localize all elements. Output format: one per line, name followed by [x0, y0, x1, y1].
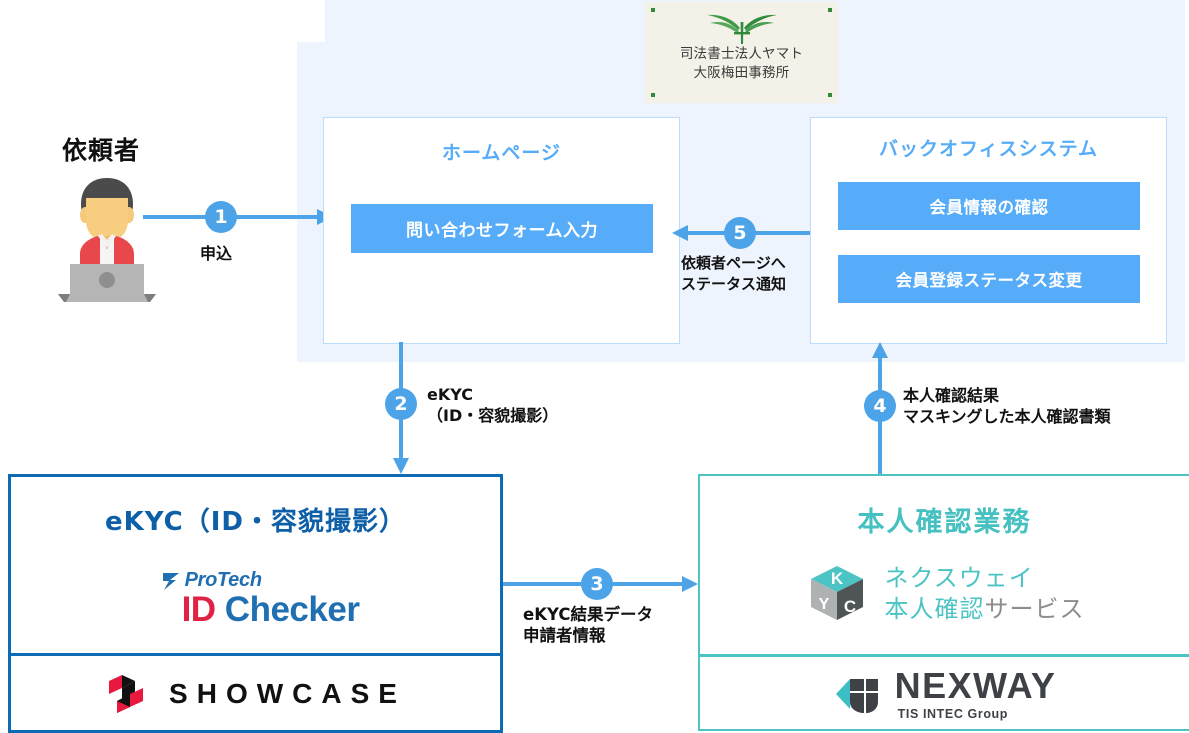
identity-verification-title: 本人確認業務 — [857, 507, 1032, 538]
step-badge-2: 2 — [385, 388, 417, 420]
nexway-mark-icon — [835, 679, 878, 714]
svg-text:K: K — [830, 569, 843, 588]
svg-text:Y: Y — [818, 596, 829, 613]
nexway-logo: NEXWAY TIS INTEC Group — [700, 668, 1189, 721]
backoffice-title: バックオフィスシステム — [878, 138, 1099, 160]
member-info-item[interactable]: 会員情報の確認 — [838, 182, 1140, 230]
step-badge-1: 1 — [205, 201, 237, 233]
homepage-title: ホームページ — [441, 142, 562, 164]
flow-label-3: eKYC結果データ 申請者情報 — [523, 605, 653, 645]
flow-label-5: 依頼者ページへ ステータス通知 — [681, 254, 787, 293]
homepage-box: ホームページ 問い合わせフォーム入力 — [323, 117, 680, 344]
nexway-tagline: TIS INTEC Group — [897, 707, 1009, 721]
id-checker-part1: ID — [181, 590, 217, 629]
flow-arrow-1 — [143, 209, 333, 225]
member-status-item[interactable]: 会員登録ステータス変更 — [838, 255, 1140, 303]
identity-verification-panel: 本人確認業務 K Y C ネクスウェイ 本人確認サービス — [698, 474, 1189, 731]
kyc-service-logo: K Y C ネクスウェイ 本人確認サービス — [700, 562, 1189, 626]
step-badge-3: 3 — [581, 568, 613, 600]
flow-label-1: 申込 — [200, 244, 233, 263]
backoffice-box: バックオフィスシステム 会員情報の確認 会員登録ステータス変更 — [810, 117, 1167, 344]
ekyc-panel-divider — [11, 653, 500, 656]
kyc-cube-icon: K Y C — [810, 566, 863, 620]
step-badge-5: 5 — [724, 217, 756, 249]
protech-id-checker-logo: ProTech ID Checker — [11, 569, 500, 630]
protech-brand: ProTech — [184, 569, 262, 591]
corner-handle-icon — [651, 8, 655, 12]
ekyc-panel: eKYC（ID・容貌撮影） ProTech ID Checker — [8, 474, 503, 733]
showcase-wordmark: SHOWCASE — [169, 678, 406, 709]
ekyc-panel-title: eKYC（ID・容貌撮影） — [104, 507, 407, 537]
corner-handle-icon — [828, 8, 832, 12]
flow-label-4: 本人確認結果 マスキングした本人確認書類 — [903, 386, 1111, 426]
protech-mark-icon — [162, 572, 179, 590]
kyc-service-line1: ネクスウェイ — [884, 564, 1034, 592]
backdrop-notch — [297, 0, 325, 42]
kyc-service-line2-rest: サービス — [984, 595, 1085, 623]
step-badge-4: 4 — [864, 390, 896, 422]
showcase-mark-icon — [109, 675, 144, 713]
firm-logo-card: 司法書士法人ヤマト 大阪梅田事務所 — [645, 2, 838, 103]
flow-label-2: eKYC （ID・容貌撮影） — [427, 385, 559, 425]
svg-text:C: C — [843, 597, 855, 616]
nexway-wordmark: NEXWAY — [894, 665, 1057, 706]
corner-handle-icon — [651, 93, 655, 97]
identity-verification-divider — [700, 654, 1189, 657]
firm-name-line1: 司法書士法人ヤマト — [679, 46, 804, 62]
person-at-laptop-icon — [58, 178, 156, 302]
firm-name-line2: 大阪梅田事務所 — [693, 65, 790, 81]
id-checker-part2: Checker — [224, 590, 360, 629]
actor-label: 依頼者 — [62, 136, 141, 165]
contact-form-item[interactable]: 問い合わせフォーム入力 — [351, 204, 653, 253]
wings-icon — [706, 14, 777, 44]
kyc-service-line2-strong: 本人確認 — [884, 595, 985, 623]
showcase-logo: SHOWCASE — [11, 673, 500, 715]
corner-handle-icon — [828, 93, 832, 97]
